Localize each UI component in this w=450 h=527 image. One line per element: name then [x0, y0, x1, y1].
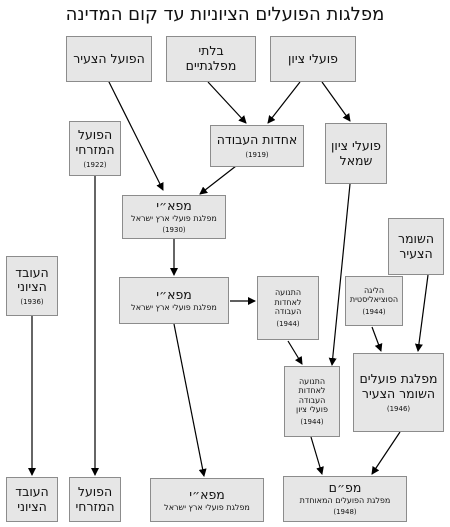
node-label: לאחדות [274, 297, 302, 307]
node-label: העובד [15, 483, 49, 499]
node-year: (1930) [162, 226, 186, 235]
node-label: פועלי ציון [296, 405, 328, 415]
node-label: הציוני [17, 498, 47, 514]
node-label: פועלי ציון [331, 137, 381, 153]
node-mapam-1948: מפ״ם מפלגת הפועלים המאוחדת (1948) [283, 476, 407, 522]
node-poalei-zion-smol: פועלי ציון שמאל [325, 123, 387, 184]
node-year: (1944) [300, 417, 324, 426]
node-subtitle: מפלגת פועלי ארץ ישראל [164, 502, 250, 512]
node-mapai-1930: מפא״י מפלגת פועלי ארץ ישראל (1930) [122, 195, 226, 239]
node-label: אחדות העבודה [216, 132, 298, 147]
arrow-league-to-mifleget [371, 326, 383, 352]
node-label: המזרחי [75, 498, 115, 514]
node-hashomer-hatzair: השומר הצעיר [388, 218, 444, 275]
node-mapai-middle: מפא״י מפלגת פועלי ארץ ישראל [119, 277, 229, 324]
node-year: (1922) [83, 160, 107, 169]
node-year: (1944) [276, 319, 300, 328]
node-label: השומר הצעיר [361, 385, 436, 401]
node-year: (1948) [333, 508, 357, 517]
node-year: (1936) [20, 298, 44, 307]
node-mapai-bottom: מפא״י מפלגת פועלי ארץ ישראל [150, 478, 264, 522]
node-label: הליגה [363, 285, 385, 295]
node-label: פועלי ציון [288, 50, 338, 66]
arrow-pz-left-to-tnua-pz [328, 183, 351, 366]
node-label: העבודה [274, 307, 302, 317]
node-label: העובד [15, 264, 49, 280]
node-label: מפא״י [189, 486, 225, 502]
node-tnua-ahdut-poalei-zion-1944: התנועה לאחדות העבודה פועלי ציון (1944) [284, 366, 340, 437]
node-subtitle: מפלגת הפועלים המאוחדת [299, 496, 391, 506]
arrow-poalei-zion-to-ahdut [267, 81, 301, 124]
arrow-hapoel-hatzair-to-mapai [107, 79, 164, 191]
node-year: (1946) [386, 404, 411, 413]
node-label: בלתי [198, 43, 224, 59]
arrow-tnua-to-tnua-pz [287, 340, 303, 365]
node-ahdut-haavoda-1919: אחדות העבודה (1919) [210, 125, 304, 167]
node-poalei-zion: פועלי ציון [270, 36, 356, 82]
node-socialist-league-1944: הליגה הסוציאליסטית (1944) [345, 276, 403, 326]
node-label: שמאל [339, 152, 373, 168]
node-label: מפלגת פועלים [359, 371, 438, 387]
arrow-tnua-pz-to-mapam [310, 436, 324, 475]
arrow-mapai-mid-to-bottom [173, 323, 207, 477]
node-label: התנועה [298, 377, 326, 386]
arrow-hashomer-to-mifleget [414, 274, 429, 352]
node-tnua-leahdut-haavoda-1944: התנועה לאחדות העבודה (1944) [257, 276, 319, 340]
node-label: המזרחי [75, 141, 115, 157]
node-year: (1944) [362, 307, 386, 316]
node-label: העבודה [298, 395, 326, 405]
node-year: (1919) [245, 150, 269, 159]
node-label: מפא״י [156, 198, 192, 214]
arrow-ahdut-to-mapai [199, 165, 237, 195]
node-label: מפא״י [156, 287, 192, 303]
node-label: התנועה [274, 288, 302, 298]
arrow-mifleget-to-mapam [371, 431, 401, 475]
node-label: מפ״ם [328, 480, 362, 496]
node-label: הסוציאליסטית [349, 295, 399, 305]
node-label: השומר [398, 230, 434, 246]
node-hapoel-hatzair: הפועל הצעיר [66, 36, 152, 82]
node-bilti-miflagtiyim: בלתי מפלגתיים [166, 36, 256, 82]
node-label: הצעיר [399, 245, 433, 261]
node-hapoel-hamizrahi-bottom: הפועל המזרחי [69, 477, 121, 522]
arrow-poalei-zion-to-pz-left [321, 81, 351, 122]
node-label: לאחדות [298, 386, 326, 396]
node-subtitle: מפלגת פועלי ארץ ישראל [131, 303, 217, 313]
node-label: הציוני [17, 279, 47, 295]
node-haoved-hatzioni-1936: העובד הציוני (1936) [6, 256, 58, 316]
node-label: הפועל [77, 483, 113, 499]
node-label: מפלגתיים [185, 58, 237, 73]
node-label: הפועל [77, 127, 113, 143]
arrow-bilti-to-ahdut [207, 81, 247, 124]
node-label: הפועל הצעיר [73, 50, 145, 66]
node-hapoel-hamizrahi-1922: הפועל המזרחי (1922) [69, 121, 121, 176]
diagram-title: מפלגות הפועלים הציוניות עד קום המדינה [65, 4, 385, 25]
node-mifleget-poalim-hashomer-1946: מפלגת פועלים השומר הצעיר (1946) [353, 353, 444, 432]
node-haoved-hatzioni-bottom: העובד הציוני [6, 477, 58, 522]
node-subtitle: מפלגת פועלי ארץ ישראל [131, 214, 217, 224]
